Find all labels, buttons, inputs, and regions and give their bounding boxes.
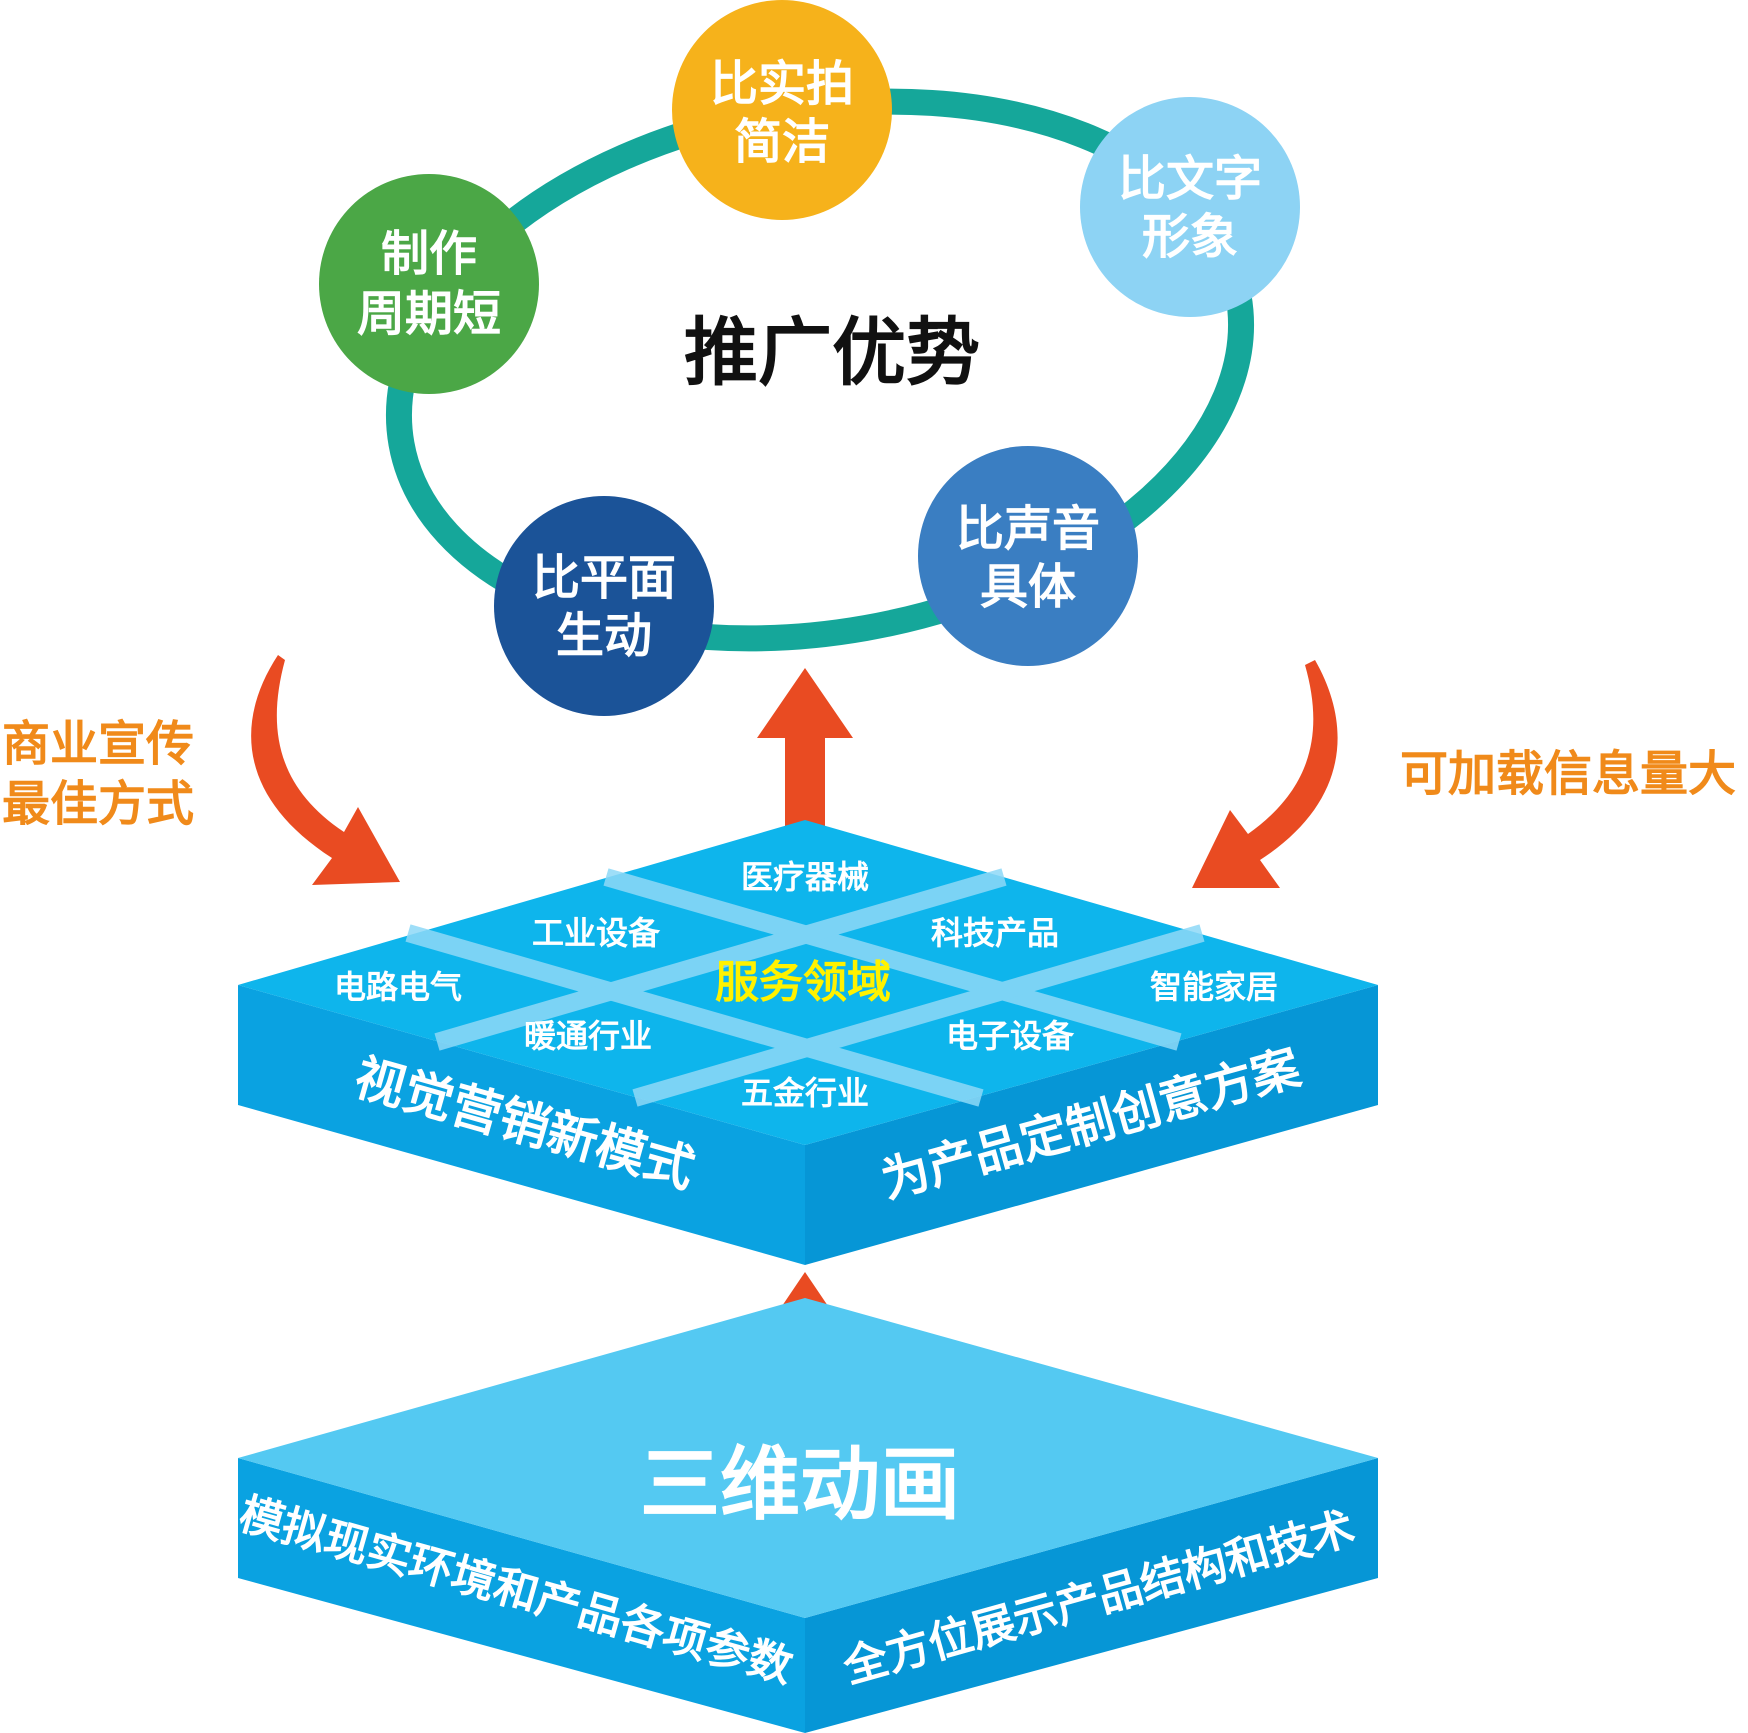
service-field-tech: 科技产品	[931, 914, 1059, 952]
right-curved-arrow	[1192, 660, 1338, 888]
advantage-label-line1: 比文字	[1118, 151, 1262, 207]
advantage-label-line1: 比声音	[956, 501, 1100, 557]
advantage-circle-short-cycle: 制作 周期短	[319, 174, 539, 394]
base-platform-top	[238, 1298, 1378, 1618]
service-center-label: 服务领域	[715, 957, 891, 1008]
left-caption: 商业宣传 最佳方式	[2, 716, 194, 832]
advantages-ring-group: 推广优势 制作 周期短 比实拍 简洁 比文字 形象 比声音 具体 比平面 生动	[319, 0, 1300, 716]
advantage-label-line2: 具体	[980, 559, 1076, 615]
service-field-hardware: 五金行业	[741, 1074, 869, 1112]
advantage-label-line2: 生动	[556, 608, 652, 664]
base-platform: 三维动画 模拟现实环境和产品各项参数 全方位展示产品结构和技术	[234, 1298, 1378, 1733]
left-caption-line2: 最佳方式	[2, 776, 194, 832]
advantage-label-line2: 周期短	[357, 286, 501, 342]
service-field-smart-home: 智能家居	[1150, 968, 1278, 1006]
advantage-label-line1: 制作	[381, 226, 477, 282]
service-platform: 服务领域 医疗器械 工业设备 科技产品 电路电气 智能家居 暖通行业 电子设备 …	[238, 820, 1378, 1265]
advantage-circle-more-vivid-than-text: 比文字 形象	[1080, 97, 1300, 317]
left-caption-line1: 商业宣传	[2, 716, 194, 772]
service-field-electronics: 电子设备	[946, 1017, 1075, 1055]
up-arrow-to-ring	[757, 668, 853, 832]
base-platform-right-face	[805, 1458, 1378, 1733]
base-platform-left-face	[238, 1458, 805, 1733]
center-title: 推广优势	[684, 310, 980, 396]
service-platform-right-face	[805, 985, 1378, 1265]
service-platform-top	[238, 820, 1378, 1145]
right-caption: 可加载信息量大	[1400, 746, 1736, 802]
advantage-label-line2: 简洁	[734, 114, 830, 170]
service-platform-left-face	[238, 985, 805, 1265]
service-field-hvac: 暖通行业	[524, 1017, 652, 1055]
advantage-label-line1: 比平面	[532, 550, 676, 606]
service-field-industrial: 工业设备	[532, 914, 661, 952]
left-curved-arrow	[251, 655, 400, 885]
service-field-medical: 医疗器械	[741, 858, 869, 896]
service-platform-grid	[405, 868, 1205, 1107]
advantage-label-line1: 比实拍	[710, 56, 854, 112]
service-field-electrical: 电路电气	[334, 968, 462, 1006]
advantage-label-line2: 形象	[1142, 209, 1238, 265]
advantage-circle-simpler-than-shooting: 比实拍 简洁	[672, 0, 892, 220]
base-platform-title: 三维动画	[640, 1438, 960, 1531]
advantage-circle-more-concrete-than-audio: 比声音 具体	[918, 446, 1138, 666]
advantage-circle-livelier-than-print: 比平面 生动	[494, 496, 714, 716]
